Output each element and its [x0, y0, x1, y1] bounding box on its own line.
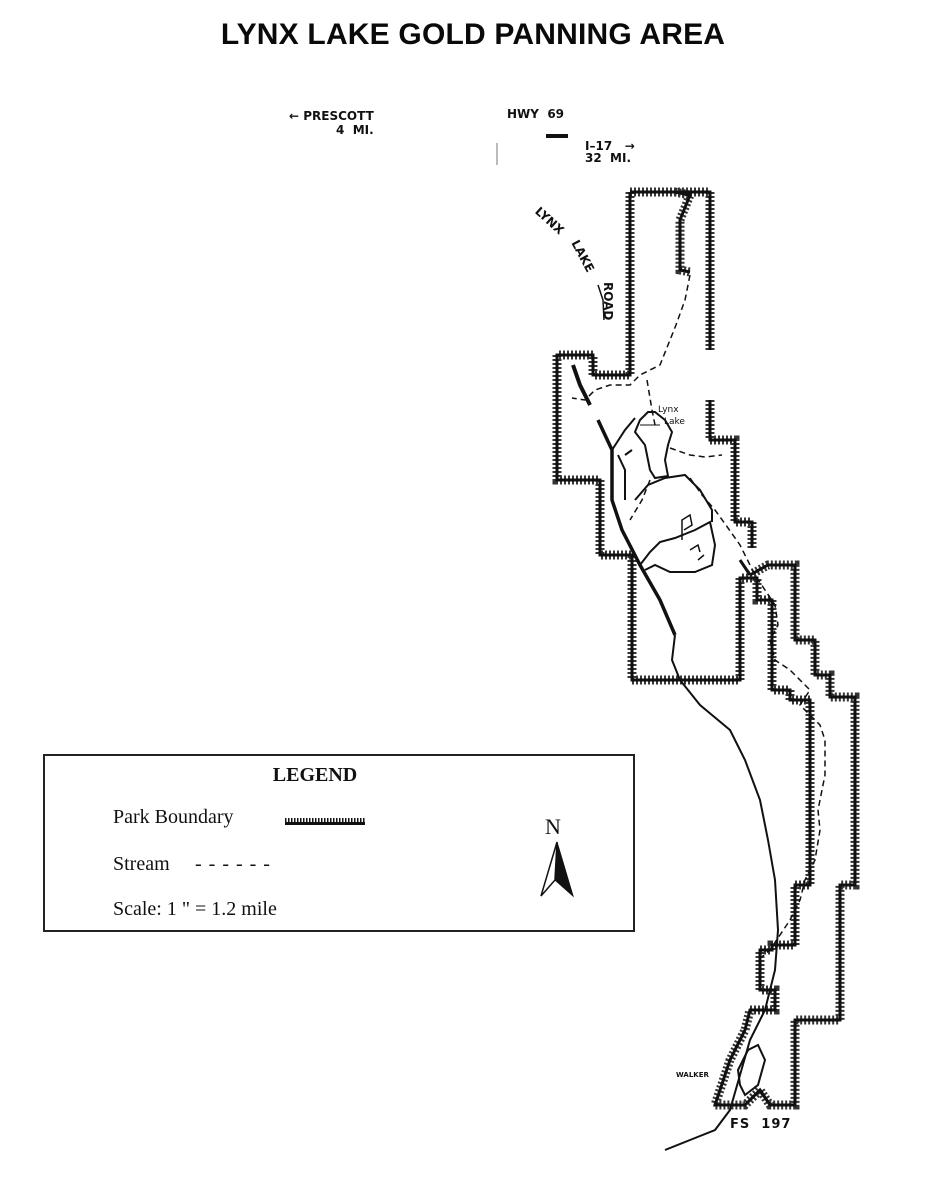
north-label: N: [545, 814, 561, 839]
prescott-direction-label: ← PRESCOTT: [289, 109, 374, 123]
stream-east: [669, 447, 723, 458]
loop-trail: [634, 473, 717, 573]
prescott-distance-label: 4 MI.: [336, 123, 374, 137]
streams: [571, 274, 826, 961]
legend-title: LEGEND: [272, 764, 358, 786]
lynx-lake-road: [596, 419, 677, 636]
lynx-lake-shore: [633, 411, 674, 480]
walker-loop: [736, 1043, 767, 1097]
park-boundary-symbol: [285, 818, 365, 825]
road-segment-north: [571, 364, 592, 406]
lake-label-lynx: Lynx: [658, 405, 679, 415]
i17-distance-label: 32 MI.: [585, 151, 632, 165]
stream-lake-inlet: [646, 379, 656, 426]
north-arrow-icon: [540, 841, 574, 898]
road-underline: [597, 284, 605, 321]
hwy-69-marker: [546, 134, 568, 138]
stream-west: [629, 479, 651, 521]
stream-symbol: - - - - - -: [195, 853, 271, 875]
loop-spurs: [681, 513, 705, 561]
i17-direction-label: I–17 →: [585, 139, 635, 153]
legend-park-boundary-label: Park Boundary: [113, 806, 234, 828]
roads: [571, 284, 780, 1151]
lake-label-lake: Lake: [664, 417, 685, 427]
lynx-creek: [664, 634, 780, 1151]
legend-scale: Scale: 1 " = 1.2 mile: [113, 898, 277, 920]
road-spur-3: [624, 449, 633, 456]
fs-197-label: FS 197: [730, 1117, 792, 1132]
park-boundary: [552, 187, 860, 1110]
legend-stream-label: Stream: [113, 853, 170, 875]
walker-label: WALKER: [676, 1071, 709, 1079]
stream-main: [689, 477, 826, 961]
map-title: LYNX LAKE GOLD PANNING AREA: [220, 18, 726, 51]
road-spur-2: [617, 454, 626, 500]
stream-north: [571, 274, 691, 401]
road-spur: [611, 417, 636, 451]
legend-box: LEGEND Park Boundary Stream - - - - - - …: [43, 754, 635, 932]
road-label-road: ROAD: [601, 282, 615, 321]
hwy-69-label: HWY 69: [507, 107, 565, 121]
